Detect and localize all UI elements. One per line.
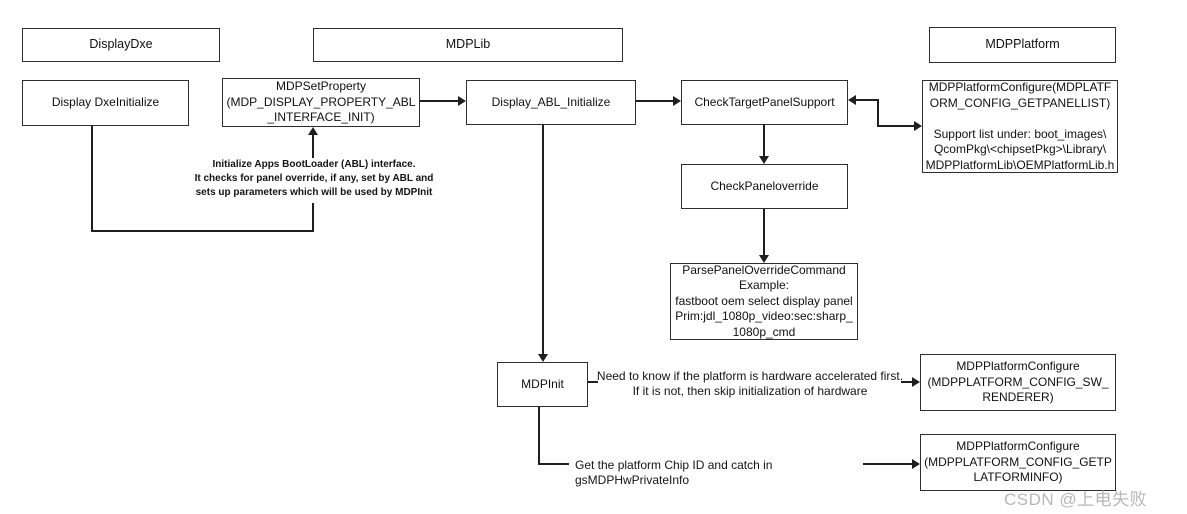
node-mdplib: MDPLib <box>313 28 623 62</box>
connector-chktarget-z1 <box>855 99 879 101</box>
connector-chktarget-z2 <box>877 99 879 127</box>
node-display-dxeinitialize: Display DxeInitialize <box>22 80 189 126</box>
node-checktargetpanelsupport: CheckTargetPanelSupport <box>681 80 848 125</box>
arrowhead-down-icon <box>759 156 769 164</box>
connector-setprop-ablinit <box>420 100 458 102</box>
connector-ablinit-chktarget <box>636 100 673 102</box>
connector-mdpinit-across <box>538 463 569 465</box>
node-checkpaneloverride: CheckPaneloverride <box>681 164 848 209</box>
arrowhead-down-icon <box>759 255 769 263</box>
connector-dxeinit-across <box>91 230 314 232</box>
arrowhead-right-icon <box>914 121 922 131</box>
arrowhead-up-icon <box>308 127 318 135</box>
node-display-abl-initialize: Display_ABL_Initialize <box>466 80 636 125</box>
annotation-chip-id-note: Get the platform Chip ID and catch in gs… <box>575 458 773 487</box>
connector-mdpinit-tick <box>588 381 598 383</box>
annotation-abl-interface-note: Initialize Apps BootLoader (ABL) interfa… <box>190 158 438 203</box>
arrowhead-right-icon <box>458 96 466 106</box>
node-display-dxe: DisplayDxe <box>22 28 220 62</box>
connector-ablinit-mdpinit <box>542 125 544 355</box>
csdn-watermark: CSDN @上电失败 <box>1004 490 1148 509</box>
connector-hwnote-swrender <box>901 381 912 383</box>
arrowhead-right-icon <box>912 459 920 469</box>
connector-dxeinit-down <box>91 126 93 232</box>
arrowhead-left-icon <box>848 95 856 105</box>
node-mdpplatform: MDPPlatform <box>929 27 1116 63</box>
connector-mdpinit-down <box>538 407 540 465</box>
annotation-hardware-accelerated-note: Need to know if the platform is hardware… <box>596 369 904 398</box>
connector-chktarget-chkovr <box>763 125 765 157</box>
arrowhead-down-icon <box>538 354 548 362</box>
node-mdpinit: MDPInit <box>497 362 588 407</box>
node-parsepaneloverridecommand: ParsePanelOverrideCommand Example: fastb… <box>670 263 858 340</box>
connector-chipnote-getplatinfo <box>863 463 912 465</box>
connector-chkovr-parse <box>763 209 765 256</box>
node-mdpsetproperty: MDPSetProperty (MDP_DISPLAY_PROPERTY_ABL… <box>222 78 420 127</box>
connector-chktarget-z3 <box>877 125 914 127</box>
node-mdpplatformconfigure-getplatforminfo: MDPPlatformConfigure (MDPPLATFORM_CONFIG… <box>920 434 1116 491</box>
node-mdpplatformconfigure-sw-renderer: MDPPlatformConfigure (MDPPLATFORM_CONFIG… <box>920 354 1116 411</box>
arrowhead-right-icon <box>912 377 920 387</box>
node-mdpplatformconfigure-getpanellist: MDPPlatformConfigure(MDPLATF ORM_CONFIG_… <box>922 80 1118 173</box>
arrowhead-right-icon <box>673 96 681 106</box>
